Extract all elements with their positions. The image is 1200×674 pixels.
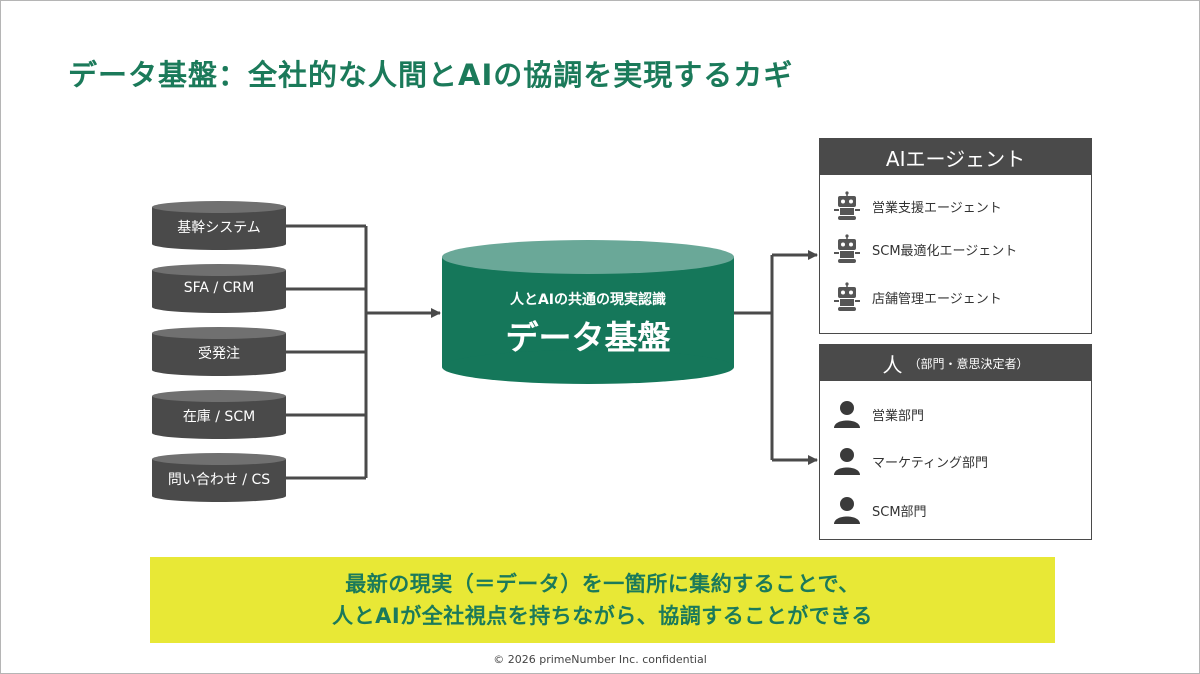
source-label-juhacchu: 受発注 <box>198 346 240 362</box>
human-label-sales: 営業部門 <box>872 408 925 424</box>
copyright-footer: © 2026 primeNumber Inc. confidential <box>493 653 707 666</box>
human-panel: 人 （部門・意思決定者） 営業部門 マーケティング部門 SCM部門 <box>819 344 1092 540</box>
person-icon <box>834 401 860 428</box>
ai-agent-label-store: 店舗管理エージェント <box>872 291 1002 307</box>
ai-agent-label-scm: SCM最適化エージェント <box>872 243 1018 259</box>
human-item: SCM部門 <box>832 495 927 525</box>
source-db-toiawase-cs <box>152 453 286 502</box>
source-label-sfa-crm: SFA / CRM <box>183 280 255 296</box>
source-label-kikan: 基幹システム <box>177 220 261 236</box>
source-connectors <box>286 224 368 480</box>
ai-agent-item: 店舗管理エージェント <box>832 282 1002 312</box>
source-label-toiawase-cs: 問い合わせ / CS <box>167 472 271 488</box>
human-panel-note: （部門・意思決定者） <box>908 356 1029 371</box>
ai-agent-panel-title: AIエージェント <box>885 146 1026 171</box>
human-panel-header: 人 （部門・意思決定者） <box>820 345 1091 381</box>
robot-icon <box>834 191 860 220</box>
human-item: 営業部門 <box>832 399 924 429</box>
ai-agent-item: SCM最適化エージェント <box>832 234 1017 264</box>
data-platform-subtitle: 人とAIの共通の現実認識 <box>509 292 667 308</box>
ai-agent-panel-header: AIエージェント <box>820 139 1091 175</box>
person-icon <box>834 448 860 475</box>
key-message-banner: 最新の現実（＝データ）を一箇所に集約することで、 人とAIが全社視点を持ちながら… <box>150 557 1055 643</box>
human-label-scm: SCM部門 <box>872 504 927 520</box>
source-label-zaiko-scm: 在庫 / SCM <box>182 409 256 425</box>
robot-icon <box>834 234 860 263</box>
ai-agent-label-sales: 営業支援エージェント <box>872 200 1002 216</box>
ai-agent-panel: AIエージェント 営業支援エージェント SCM最適化エージェント <box>819 138 1092 334</box>
source-db-kikan <box>152 201 286 250</box>
page-title: データ基盤：全社的な人間とAIの協調を実現するカギ <box>68 58 794 92</box>
source-db-zaiko-scm <box>152 390 286 439</box>
key-message-line-2: 人とAIが全社視点を持ちながら、協調することができる <box>332 604 873 628</box>
human-panel-title: 人 <box>882 352 903 377</box>
data-platform-cylinder <box>442 240 734 384</box>
human-item: マーケティング部門 <box>832 446 988 476</box>
output-connectors <box>734 255 774 460</box>
data-platform-title: データ基盤 <box>505 318 671 357</box>
source-db-sfa-crm <box>152 264 286 313</box>
human-label-marketing: マーケティング部門 <box>872 455 988 471</box>
ai-agent-item: 営業支援エージェント <box>832 191 1002 221</box>
person-icon <box>834 497 860 524</box>
source-db-juhacchu <box>152 327 286 376</box>
robot-icon <box>834 282 860 311</box>
key-message-line-1: 最新の現実（＝データ）を一箇所に集約することで、 <box>345 572 860 596</box>
